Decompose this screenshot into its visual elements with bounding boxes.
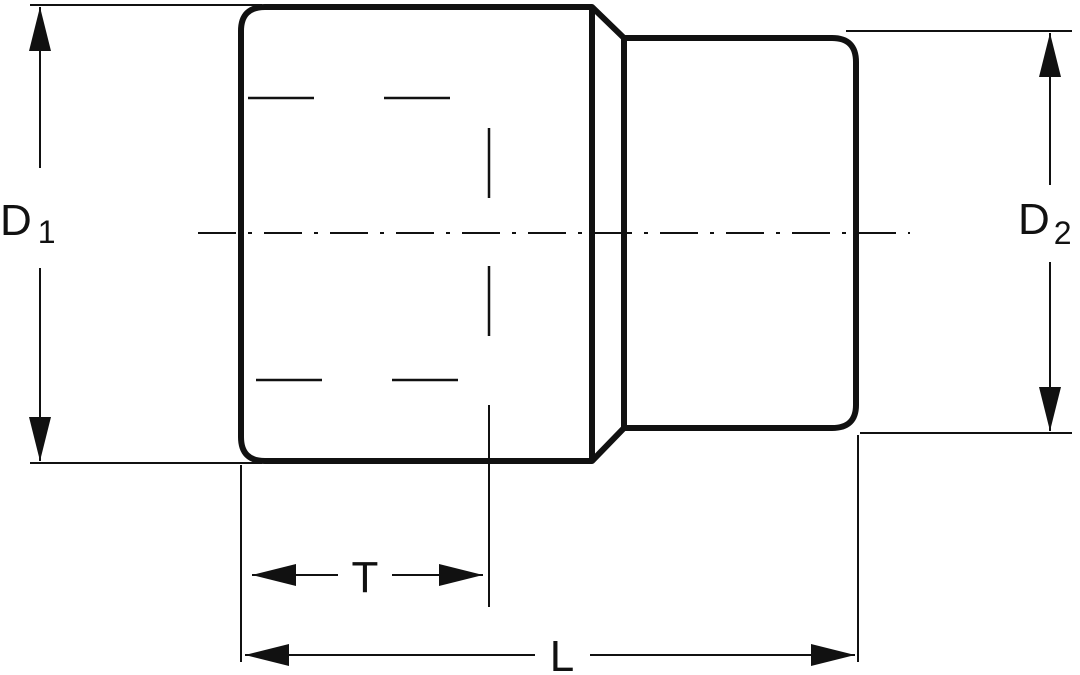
extension-lines xyxy=(30,4,1072,662)
label-l: L xyxy=(550,632,574,675)
dimension-t: T xyxy=(252,553,483,602)
label-d1-sub: 1 xyxy=(38,214,56,250)
hidden-lines xyxy=(248,96,491,382)
socket-small-end xyxy=(624,35,859,431)
label-d2-main: D xyxy=(1018,195,1050,244)
label-t: T xyxy=(352,553,379,602)
label-d2-sub: 2 xyxy=(1054,215,1072,251)
label-d1-main: D xyxy=(0,196,32,245)
dimension-l: L xyxy=(245,632,855,675)
socket-large-end xyxy=(238,4,627,464)
socket-outline xyxy=(238,4,859,464)
